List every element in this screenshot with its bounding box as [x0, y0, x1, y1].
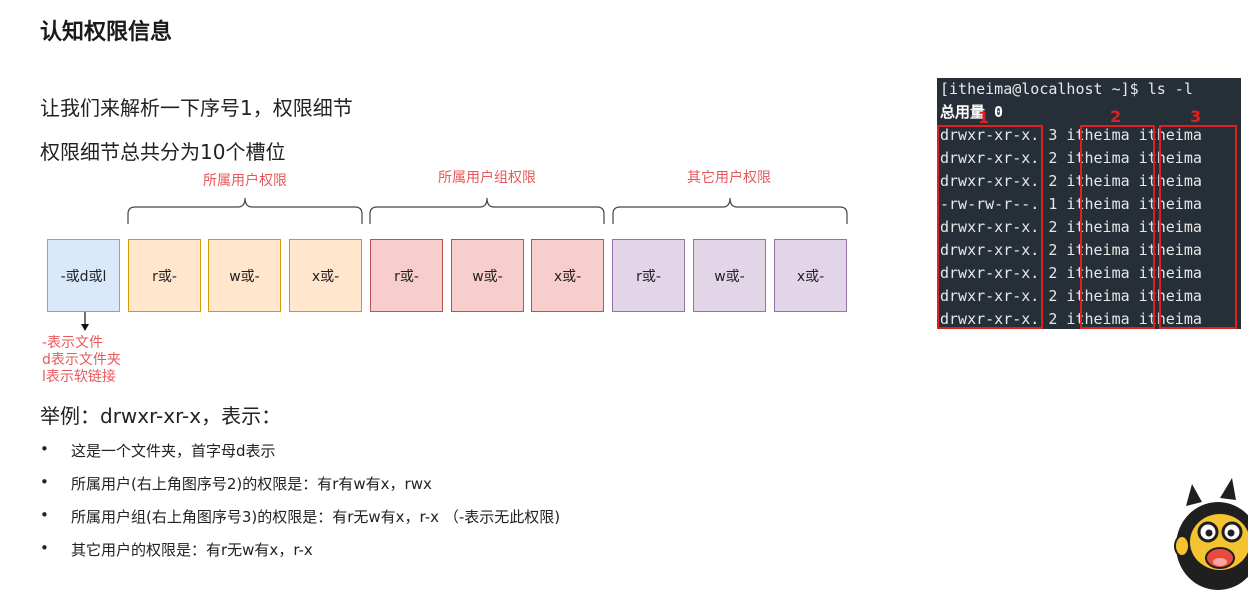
terminal-total: 总用量 0 — [940, 103, 1004, 121]
group-label-others: 其它用户权限 — [687, 170, 771, 186]
terminal-screenshot: [itheima@localhost ~]$ ls -l 总用量 0 drwxr… — [937, 78, 1241, 329]
bullet-glyph: • — [40, 506, 49, 524]
bullet-text: 这是一个文件夹，首字母d表示 — [71, 442, 276, 460]
page-title: 认知权限信息 — [40, 20, 173, 45]
type-note-link: l表示软链接 — [42, 369, 116, 385]
brace-others — [612, 197, 848, 224]
bullet-text: 所属用户组(右上角图序号3)的权限是：有r无w有x，r-x （-表示无此权限) — [71, 508, 561, 526]
heading-intro: 让我们来解析一下序号1，权限细节 — [40, 96, 353, 120]
marker-number-1: 1 — [978, 108, 990, 127]
slot-group-exec: x或- — [531, 239, 604, 312]
list-item: • 所属用户组(右上角图序号3)的权限是：有r无w有x，r-x （-表示无此权限… — [40, 506, 560, 527]
list-item: • 所属用户(右上角图序号2)的权限是：有r有w有x，rwx — [40, 473, 432, 494]
highlight-box-group — [1159, 125, 1237, 329]
bullet-text: 其它用户的权限是：有r无w有x，r-x — [71, 541, 313, 559]
marker-number-2: 2 — [1110, 107, 1122, 126]
type-note-dir: d表示文件夹 — [42, 352, 121, 368]
type-note-file: -表示文件 — [42, 335, 104, 351]
slot-others-exec: x或- — [774, 239, 847, 312]
group-label-group: 所属用户组权限 — [438, 170, 536, 186]
marker-number-3: 3 — [1190, 107, 1202, 126]
slot-group-write: w或- — [451, 239, 524, 312]
group-braces — [127, 197, 848, 224]
list-item: • 这是一个文件夹，首字母d表示 — [40, 440, 276, 461]
terminal-prompt: [itheima@localhost ~]$ ls -l — [940, 80, 1193, 98]
bullet-glyph: • — [40, 539, 49, 557]
slot-type: -或d或l — [47, 239, 120, 312]
bullet-glyph: • — [40, 440, 49, 458]
bullet-text: 所属用户(右上角图序号2)的权限是：有r有w有x，rwx — [71, 475, 432, 493]
slot-others-read: r或- — [612, 239, 685, 312]
slot-others-write: w或- — [693, 239, 766, 312]
heading-slots: 权限细节总共分为10个槽位 — [40, 140, 286, 164]
list-item: • 其它用户的权限是：有r无w有x，r-x — [40, 539, 313, 560]
terminal-row: drwxr-xr-x. 3 itheima itheima — [940, 126, 1202, 144]
highlight-box-owner — [1080, 125, 1155, 329]
example-heading: 举例：drwxr-xr-x，表示： — [40, 404, 282, 428]
slot-owner-write: w或- — [208, 239, 281, 312]
bullet-glyph: • — [40, 473, 49, 491]
terminal-row: -rw-rw-r--. 1 itheima itheima — [940, 195, 1202, 213]
slot-group-read: r或- — [370, 239, 443, 312]
group-label-owner: 所属用户权限 — [203, 173, 287, 189]
arrow-down-icon — [81, 312, 89, 331]
slot-owner-exec: x或- — [289, 239, 362, 312]
mascot-logo — [1174, 478, 1248, 590]
slot-owner-read: r或- — [128, 239, 201, 312]
highlight-box-permissions — [937, 125, 1043, 329]
brace-owner — [127, 197, 363, 224]
brace-group — [369, 197, 605, 224]
